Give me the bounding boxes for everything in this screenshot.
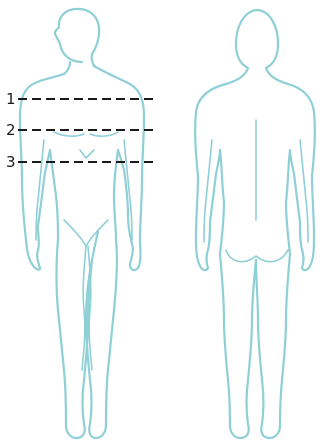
front-torso-outline — [20, 74, 98, 438]
front-neck-outline — [64, 62, 70, 74]
measurement-label-1: 1 — [6, 92, 16, 107]
front-rib-mark — [80, 150, 94, 158]
front-groin-outline — [64, 220, 108, 246]
back-right-arm-inner — [300, 140, 308, 242]
measurement-label-3: 3 — [6, 155, 16, 170]
measurement-label-2: 2 — [6, 123, 16, 138]
front-head-outline — [55, 9, 99, 66]
back-body-outline-left — [195, 68, 256, 438]
front-chest-line-right — [90, 132, 118, 136]
front-body-figure — [20, 9, 144, 438]
back-head-outline — [236, 10, 278, 68]
front-chest-line — [54, 132, 84, 136]
back-body-figure — [195, 10, 315, 438]
